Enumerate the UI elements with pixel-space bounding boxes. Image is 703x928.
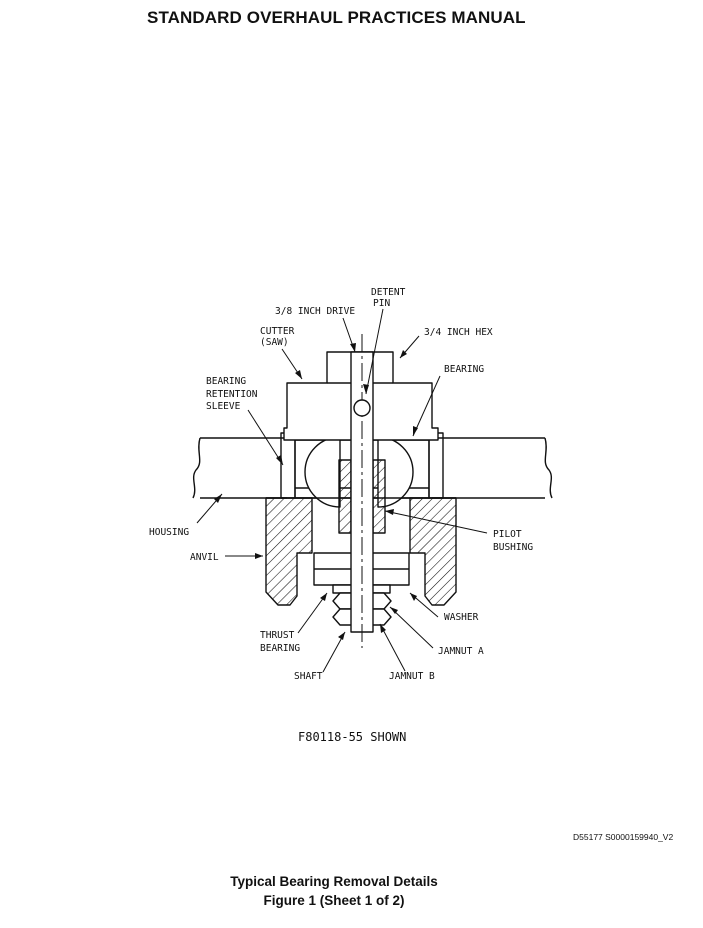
label-pilot-1: PILOT: [493, 529, 522, 540]
label-pilot-2: BUSHING: [493, 542, 533, 553]
label-detent-pin-2: PIN: [373, 298, 390, 309]
model-note: F80118-55 SHOWN: [298, 730, 406, 744]
label-jamnut-b: JAMNUT B: [389, 671, 435, 682]
label-retention-2: RETENTION: [206, 389, 258, 400]
label-thrust-2: BEARING: [260, 643, 300, 654]
housing-plate: [192, 437, 553, 499]
pilot-bushing-right: [372, 459, 386, 534]
label-housing: HOUSING: [149, 527, 189, 538]
label-washer: WASHER: [444, 612, 479, 623]
label-cutter-2: (SAW): [260, 337, 289, 348]
label-retention-3: SLEEVE: [206, 401, 241, 412]
anvil-left: [265, 497, 313, 606]
bearing-ball-left: [304, 436, 341, 508]
label-retention-1: BEARING: [206, 376, 246, 387]
label-drive: 3/8 INCH DRIVE: [275, 306, 355, 317]
figure-caption-sheet: Figure 1 (Sheet 1 of 2): [263, 893, 405, 908]
label-anvil: ANVIL: [190, 552, 219, 563]
pilot-bushing-left: [338, 459, 352, 534]
detent-pin: [353, 399, 371, 417]
document-id: D55177 S0000159940_V2: [573, 832, 674, 842]
leader-lines: [196, 308, 488, 673]
anvil-right: [409, 497, 457, 606]
label-cutter-1: CUTTER: [260, 326, 295, 337]
arrowheads: [214, 343, 418, 640]
label-jamnut-a: JAMNUT A: [438, 646, 484, 657]
label-hex: 3/4 INCH HEX: [424, 327, 493, 338]
manual-title: STANDARD OVERHAUL PRACTICES MANUAL: [147, 8, 526, 27]
figure-caption-title: Typical Bearing Removal Details: [230, 874, 438, 889]
shaft: [350, 334, 374, 648]
label-shaft: SHAFT: [294, 671, 323, 682]
label-detent-pin-1: DETENT: [371, 287, 406, 298]
label-thrust-1: THRUST: [260, 630, 295, 641]
label-bearing: BEARING: [444, 364, 484, 375]
